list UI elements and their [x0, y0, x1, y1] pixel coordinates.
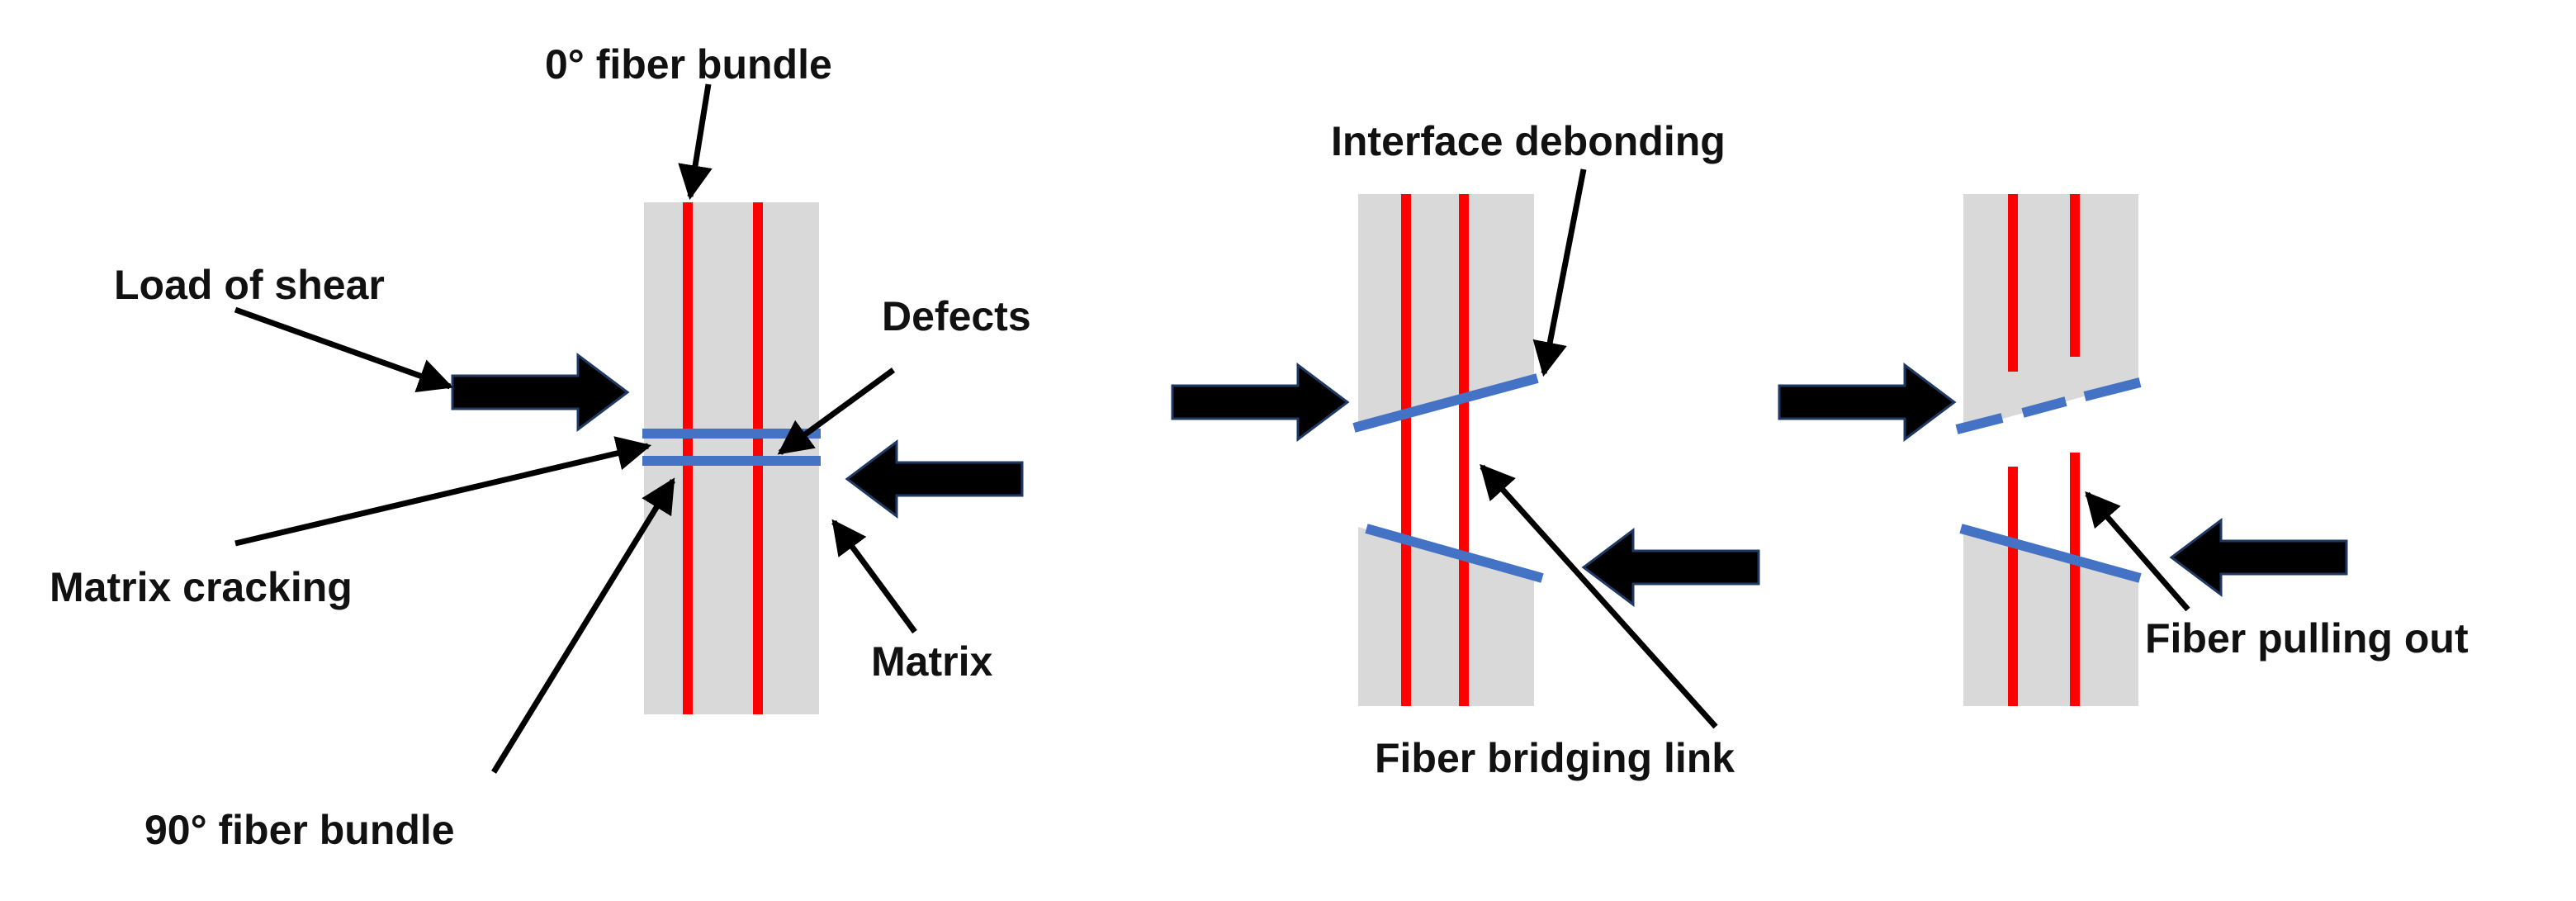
shear-load-arrow-right: [451, 353, 630, 432]
label-fiber-bridging-link: Fiber bridging link: [1375, 735, 1735, 781]
shear-load-arrow-right: [1778, 363, 1957, 442]
fiber-90deg-upper-seg-b: [2021, 396, 2067, 418]
shear-load-arrow-left: [2169, 518, 2348, 597]
shear-load-arrow-left: [1581, 528, 1760, 607]
label-90deg-fiber-bundle: 90° fiber bundle: [144, 807, 455, 853]
fiber-90deg-upper-seg-a: [1955, 413, 2004, 434]
fiber-90deg-upper-tilted: [1352, 373, 1539, 433]
pointer-load-of-shear: [234, 306, 453, 393]
matrix-block-upper: [1963, 194, 2138, 429]
stage-2-fiber-bridging: Interface debonding Fiber bridging link: [1171, 118, 1760, 781]
stage-1-intact-specimen: 0° fiber bundle Load of shear Defects Ma…: [50, 41, 1031, 853]
fiber-90deg-lower-tilted: [1959, 524, 2142, 583]
fiber-90deg-lower-tilted: [1365, 524, 1544, 583]
pointer-fiber-pulling-out: [2085, 491, 2190, 612]
fiber-90deg-upper-seg-c: [2083, 377, 2142, 401]
pointer-matrix: [831, 519, 917, 634]
pointer-matrix-cracking: [234, 436, 652, 547]
label-matrix-cracking: Matrix cracking: [50, 564, 353, 610]
pointer-defects: [777, 368, 896, 455]
label-load-of-shear: Load of shear: [114, 262, 385, 308]
label-defects: Defects: [882, 293, 1031, 339]
label-matrix: Matrix: [871, 638, 992, 685]
label-interface-debonding: Interface debonding: [1331, 118, 1726, 164]
shear-load-arrow-left: [845, 439, 1024, 519]
label-fiber-pulling-out: Fiber pulling out: [2145, 615, 2469, 662]
pointer-90deg-fiber-bundle: [491, 477, 675, 774]
matrix-block-lower: [1963, 529, 2138, 706]
pointer-interface-debonding: [1532, 168, 1587, 377]
shear-load-arrow-right: [1171, 363, 1350, 442]
label-0deg-fiber-bundle: 0° fiber bundle: [545, 41, 832, 88]
pointer-0deg-fiber-bundle: [678, 83, 713, 201]
pointer-fiber-bridging-link: [1480, 463, 1718, 729]
matrix-block-upper: [1358, 194, 1534, 428]
stage-3-fiber-pull-out: Fiber pulling out: [1778, 194, 2469, 706]
